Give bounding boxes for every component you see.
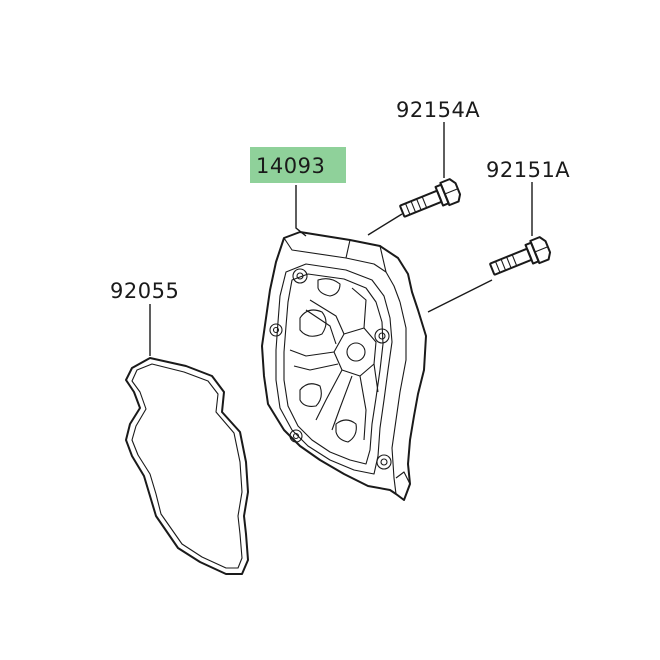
label-92151A[interactable]: 92151A <box>486 158 570 182</box>
dash-bolt-upper <box>367 213 403 236</box>
label-92154A[interactable]: 92154A <box>396 98 480 122</box>
label-92055[interactable]: 92055 <box>110 279 179 303</box>
label-14093[interactable]: 14093 <box>256 154 325 178</box>
dash-bolt-lower <box>427 279 493 313</box>
leader-lines <box>149 122 533 356</box>
highlight-box <box>250 147 346 183</box>
bolt-92154A[interactable] <box>398 178 463 223</box>
leader-14093 <box>295 185 307 237</box>
cover-14093[interactable] <box>261 231 427 501</box>
bolt-92151A[interactable] <box>488 236 553 281</box>
gasket-92055[interactable] <box>125 357 249 575</box>
